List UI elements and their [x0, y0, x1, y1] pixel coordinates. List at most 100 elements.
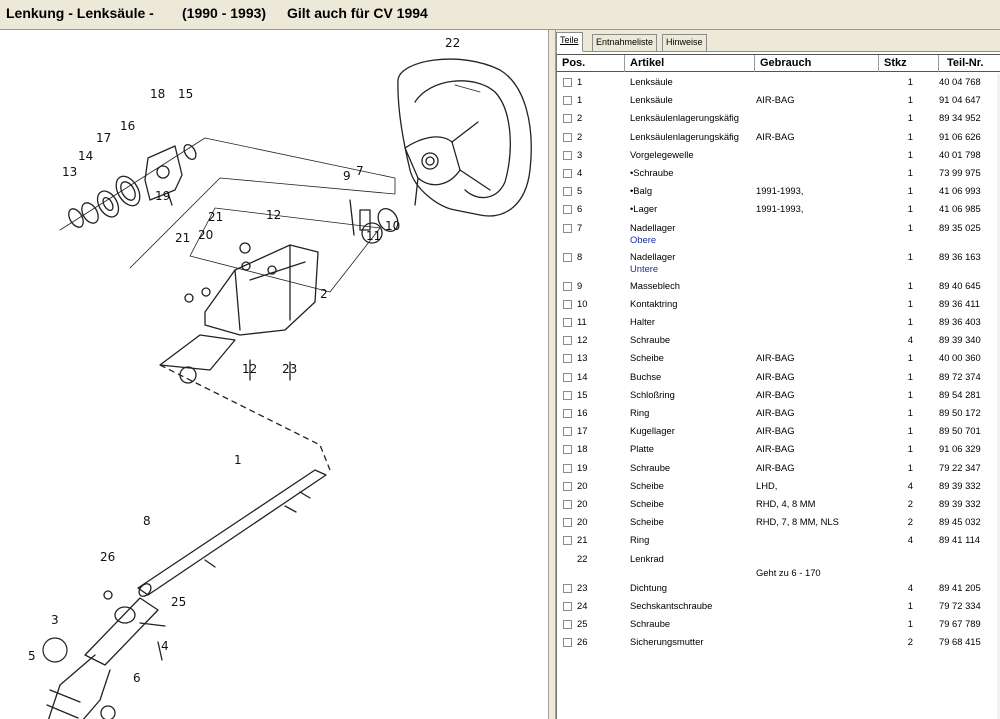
- row-checkbox[interactable]: [563, 299, 572, 309]
- row-checkbox[interactable]: [563, 223, 572, 233]
- row-checkbox[interactable]: [563, 132, 572, 142]
- row-checkbox[interactable]: [563, 536, 572, 546]
- cell-stkz: 1: [907, 279, 913, 291]
- window-title-bar: Lenkung - Lenksäule - (1990 - 1993) Gilt…: [0, 0, 1000, 30]
- cell-pos: 2: [577, 130, 583, 142]
- row-checkbox[interactable]: [563, 601, 572, 611]
- col-header-gebrauch[interactable]: Gebrauch: [755, 55, 879, 72]
- row-checkbox[interactable]: [563, 409, 572, 418]
- cell-stkz: 1: [907, 388, 913, 400]
- col-header-pos[interactable]: Pos.: [557, 55, 625, 72]
- cell-stkz: 1: [907, 618, 913, 629]
- row-checkbox[interactable]: [563, 638, 572, 648]
- cell-pos: 20: [577, 479, 588, 491]
- row-checkbox[interactable]: [563, 427, 572, 437]
- row-checkbox[interactable]: [563, 150, 572, 160]
- cell-artikel: Schraube: [630, 461, 671, 473]
- row-checkbox[interactable]: [563, 500, 572, 509]
- row-checkbox[interactable]: [563, 169, 572, 178]
- tab-teile[interactable]: Teile: [556, 32, 583, 52]
- col-header-stkz[interactable]: Stkz: [879, 55, 939, 72]
- cell-teilnr: 79 68 415: [939, 636, 981, 648]
- row-checkbox[interactable]: [563, 481, 572, 491]
- tab-hinweise[interactable]: Hinweise: [662, 34, 707, 51]
- diagram-label-16: 16: [120, 119, 135, 133]
- diagram-label-13: 13: [62, 165, 77, 179]
- row-checkbox[interactable]: [563, 583, 572, 593]
- row-checkbox[interactable]: [563, 96, 572, 106]
- row-checkbox[interactable]: [563, 445, 572, 455]
- row-checkbox[interactable]: [563, 114, 572, 124]
- tab-entnahmeliste-label: Entnahmeliste: [596, 37, 654, 47]
- cell-gebrauch: AIR-BAG: [756, 352, 795, 364]
- cell-artikel: Scheibe: [630, 352, 664, 364]
- row-checkbox[interactable]: [563, 518, 572, 528]
- cell-pos: 16: [577, 407, 588, 418]
- cell-artikel: Schloßring: [630, 388, 675, 400]
- row-checkbox[interactable]: [563, 205, 572, 215]
- cell-gebrauch: RHD, 4, 8 MM: [756, 498, 816, 509]
- cell-gebrauch: AIR-BAG: [756, 425, 795, 437]
- col-header-artikel[interactable]: Artikel: [625, 55, 755, 72]
- cell-artikel: •Balg: [630, 185, 653, 197]
- cell-teilnr: 89 35 025: [939, 221, 981, 233]
- row-checkbox[interactable]: [563, 281, 572, 291]
- pane-splitter[interactable]: [548, 30, 556, 719]
- cell-artikel: •Schraube: [630, 167, 674, 178]
- cell-artikel: Buchse: [630, 370, 662, 382]
- cell-gebrauch: AIR-BAG: [756, 443, 795, 455]
- row-checkbox[interactable]: [563, 354, 572, 364]
- row-checkbox[interactable]: [563, 336, 572, 346]
- diagram-label-17: 17: [96, 131, 111, 145]
- row-checkbox[interactable]: [563, 252, 572, 262]
- row-checkbox[interactable]: [563, 390, 572, 400]
- row-checkbox[interactable]: [563, 372, 572, 382]
- row-checkbox[interactable]: [563, 78, 572, 87]
- row-checkbox[interactable]: [563, 463, 572, 473]
- cell-stkz: 1: [907, 370, 913, 382]
- cell-teilnr: 73 99 975: [939, 167, 981, 178]
- vertical-scrollbar[interactable]: [997, 74, 1000, 719]
- row-checkbox[interactable]: [563, 620, 572, 629]
- column-illustration: [137, 469, 327, 596]
- cell-pos: 13: [577, 352, 588, 364]
- col-header-teilnr[interactable]: Teil-Nr.: [947, 57, 984, 69]
- cell-artikel: Lenksäulenlagerungskäfig: [630, 112, 739, 124]
- row-checkbox[interactable]: [563, 187, 572, 197]
- tab-entnahmeliste[interactable]: Entnahmeliste: [592, 34, 658, 51]
- diagram-label-23: 23: [282, 362, 297, 376]
- row-checkbox[interactable]: [563, 318, 572, 327]
- title-section: Lenkung - Lenksäule -: [6, 5, 154, 21]
